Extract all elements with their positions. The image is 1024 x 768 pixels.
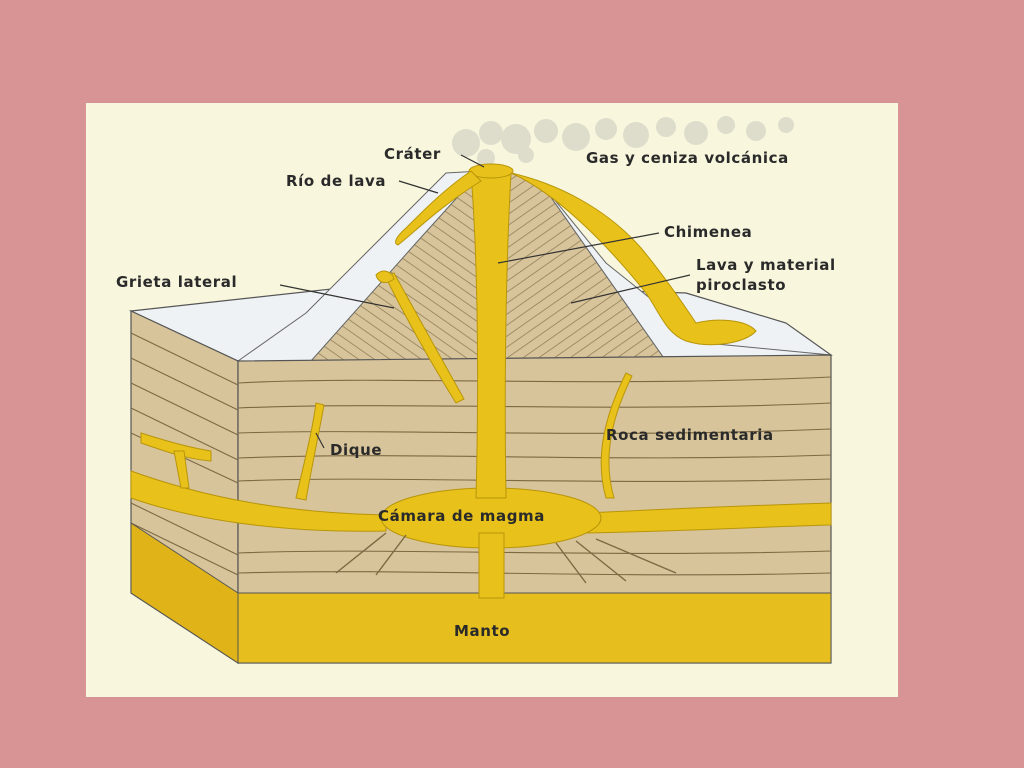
mantle-left [130, 522, 239, 664]
label-sedimentary-rock: Roca sedimentaria [606, 426, 774, 444]
label-lava-river: Río de lava [286, 172, 386, 190]
cone-snow-right [540, 182, 832, 362]
label-gas-ash: Gas y ceniza volcánica [586, 149, 789, 167]
label-chimney: Chimenea [664, 223, 752, 241]
magma-system [130, 163, 832, 599]
label-lava-material-line2: piroclasto [696, 276, 786, 294]
chamber-cracks [335, 532, 677, 584]
cone-left-slope [309, 169, 487, 362]
diagram-panel: Cráter Gas y ceniza volcánica Río de lav… [86, 103, 898, 697]
label-crater: Cráter [384, 145, 441, 163]
volcano-diagram: Cráter Gas y ceniza volcánica Río de lav… [116, 116, 836, 665]
mantle-front [237, 592, 832, 664]
ash-cloud [452, 116, 794, 167]
label-lava-material-line1: Lava y material [696, 256, 836, 274]
label-magma-chamber: Cámara de magma [378, 507, 545, 525]
label-dike: Dique [330, 441, 382, 459]
label-leaders [279, 154, 691, 449]
label-mantle: Manto [454, 622, 510, 640]
label-lateral-crack: Grieta lateral [116, 273, 237, 291]
